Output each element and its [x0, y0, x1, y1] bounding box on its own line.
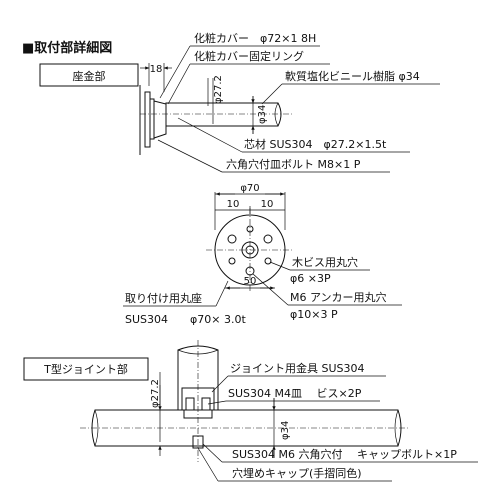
base-section-label: 座金部	[73, 69, 106, 83]
base-plate-side	[144, 91, 151, 148]
plate-screw-hole	[246, 225, 254, 233]
plate-dim-d70: φ70	[240, 183, 259, 194]
plate-callout-plate-spec: SUS304 φ70× 3.0t	[125, 313, 246, 326]
plate-anchor-hole	[245, 266, 255, 276]
joint-callout-capbolt: SUS304 M6 六角穴付 キャップボルト×1P	[232, 447, 457, 461]
base-dim-18: 18	[150, 64, 163, 75]
plate-callout-plate: 取り付け用丸座	[125, 291, 202, 305]
joint-section-label-box	[23, 357, 149, 381]
joint-dim-d34: φ34	[280, 421, 291, 440]
plate-dim-50: 50	[244, 276, 257, 287]
base-callout-core: 芯材 SUS304 φ27.2×1.5t	[244, 137, 387, 151]
plate-callout-anchor-spec: φ10×3 P	[290, 308, 338, 321]
joint-dim-d272: φ27.2	[150, 379, 161, 408]
base-callout-pvc: 軟質塩化ビニール樹脂 φ34	[285, 69, 420, 83]
base-dim-d272: φ27.2	[213, 75, 224, 104]
base-dim-d34: φ34	[257, 105, 268, 124]
plate-callout-screw-spec: φ6 ×3P	[290, 272, 331, 285]
base-cover	[153, 100, 167, 139]
page-title: ■取付部詳細図	[22, 40, 112, 56]
plate-section: φ70 10 10 50 木ビス用丸穴 φ6 ×3P	[123, 183, 402, 326]
plate-dim-10a: 10	[227, 199, 240, 210]
plate-dim-10b: 10	[261, 199, 274, 210]
plate-callout-anchor: M6 アンカー用丸穴	[290, 290, 387, 304]
base-callout-cover: 化粧カバー φ72×1 8H	[194, 31, 316, 45]
joint-callout-fitting: ジョイント用金具 SUS304	[230, 361, 365, 375]
base-callout-ring: 化粧カバー固定リング	[194, 49, 304, 63]
plate-callout-screw: 木ビス用丸穴	[292, 255, 358, 269]
plate-screw-hole	[264, 257, 272, 265]
base-section: 座金部 18 φ27.2 φ34 化粧カバー φ72×1 8H 化粧カバー固定リ…	[39, 31, 440, 173]
plate-anchor-hole	[263, 234, 273, 244]
joint-callout-cap: 穴埋めキャップ(手摺同色)	[232, 466, 362, 480]
joint-section: T型ジョイント部 φ27.2 φ34 ジョイント用金具 SUS304 SUS30…	[23, 340, 478, 482]
joint-section-label: T型ジョイント部	[43, 362, 128, 376]
base-section-label-box	[39, 63, 139, 87]
plate-screw-hole	[228, 257, 236, 265]
joint-callout-screw: SUS304 M4皿 ビス×2P	[228, 387, 362, 400]
plate-anchor-hole	[227, 234, 237, 244]
base-callout-bolt: 六角穴付皿ボルト M8×1 P	[226, 157, 361, 171]
